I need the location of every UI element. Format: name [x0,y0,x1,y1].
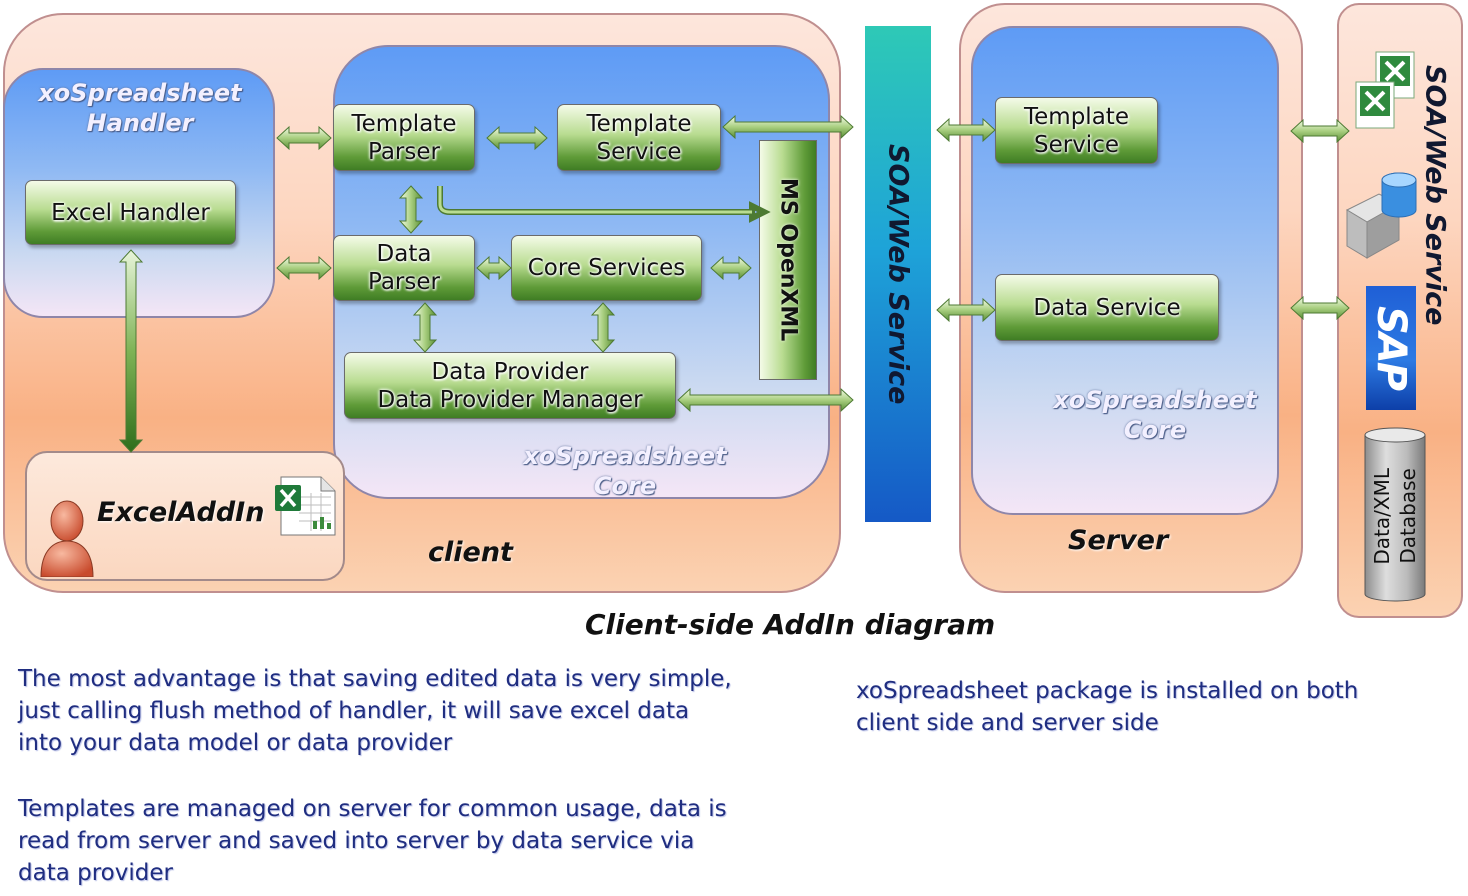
server-to-external-bottom-arrow [1290,295,1350,321]
excel-handler-to-addin-arrow [118,249,144,453]
excel-addin-label: ExcelAddIn [97,497,265,528]
server-template-service-box[interactable]: Template Service [995,97,1158,164]
template-service-to-bus-arrow [722,114,854,140]
server-db-icon [1343,170,1419,260]
excel-files-icon [1354,50,1418,136]
soa-web-service-bus: SOA/Web Service [865,26,931,522]
note-left-2: Templates are managed on server for comm… [18,796,727,886]
client-label: client [428,537,513,568]
database-cylinder: Data/XML Database [1363,427,1427,602]
core-services-box[interactable]: Core Services [511,235,702,301]
template-parser-to-template-service-arrow [486,125,548,151]
openxml-bar: MS OpenXML [759,140,817,380]
handler-to-template-parser-arrow [276,125,332,151]
handler-title: xoSpreadsheet Handler [38,79,242,137]
template-parser-box[interactable]: Template Parser [333,104,475,171]
server-to-external-top-arrow [1290,118,1350,144]
core-services-to-data-provider-arrow [590,302,616,353]
template-parser-to-data-parser-arrow [398,185,424,234]
external-soa-label: SOA/Web Service [1419,64,1451,326]
soa-bus-label: SOA/Web Service [882,143,914,405]
diagram-caption: Client-side AddIn diagram [585,608,996,641]
data-parser-to-core-services-arrow [476,255,512,281]
excel-handler-box[interactable]: Excel Handler [25,180,236,245]
client-template-service-box[interactable]: Template Service [557,104,721,171]
data-provider-to-bus-arrow [677,387,854,413]
sap-label: SAP [1368,306,1414,390]
data-parser-to-data-provider-arrow [412,302,438,353]
note-left-1: The most advantage is that saving edited… [18,666,732,756]
external-soa-title: SOA/Web Service [1412,55,1458,335]
server-label: Server [1068,525,1169,556]
data-parser-box[interactable]: Data Parser [333,235,475,301]
sap-logo: SAP [1366,286,1416,410]
handler-to-data-parser-arrow [276,255,332,281]
note-right-1: xoSpreadsheet package is installed on bo… [856,678,1359,736]
core-services-to-openxml-arrow [710,255,752,281]
user-icon [37,497,97,578]
openxml-label: MS OpenXML [775,178,801,342]
bus-to-server-template-service-arrow [936,117,996,143]
excel-file-icon [273,475,337,537]
data-service-box[interactable]: Data Service [995,274,1219,341]
data-provider-box[interactable]: Data Provider Data Provider Manager [344,352,676,419]
client-core-title: xoSpreadsheet Core [523,442,727,500]
server-core-title: xoSpreadsheet Core [1053,386,1257,444]
bus-to-data-service-arrow [936,297,996,323]
